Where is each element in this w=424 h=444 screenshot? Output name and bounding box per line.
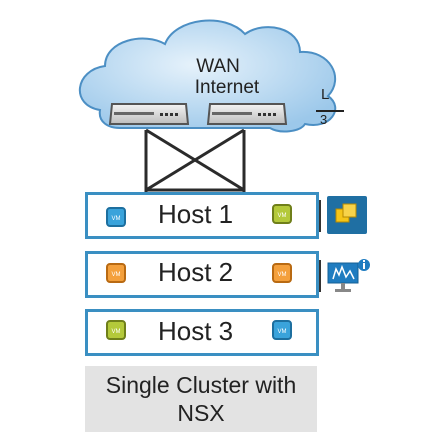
- layer3-label-number: 3: [320, 112, 328, 127]
- divider-line: [319, 200, 321, 232]
- connection-line: [145, 128, 245, 192]
- divider-line: [319, 260, 321, 292]
- host-label-2: Host 2: [158, 257, 234, 287]
- cloud-label-internet: Internet: [194, 77, 260, 98]
- vm-icon: VM: [106, 207, 126, 227]
- vm-icon: VM: [106, 320, 126, 340]
- cluster-caption-box: Single Cluster with NSX: [85, 366, 317, 432]
- vm-icon: VM: [106, 263, 126, 283]
- host-label-1: Host 1: [158, 199, 234, 229]
- cloud-label-wan: WAN: [196, 56, 240, 77]
- vsan-cluster-icon: [327, 196, 367, 234]
- vm-icon: VM: [272, 263, 292, 283]
- vm-icon: VM: [272, 320, 292, 340]
- router-icon: [206, 103, 288, 125]
- layer3-label-l: L: [321, 86, 330, 103]
- cluster-caption-line1: Single Cluster with: [105, 372, 297, 398]
- cluster-caption-line2: NSX: [177, 400, 225, 426]
- router-icon: [108, 103, 190, 125]
- host-label-3: Host 3: [158, 316, 234, 346]
- vm-icon: VM: [272, 204, 292, 224]
- monitor-icon: [327, 259, 370, 292]
